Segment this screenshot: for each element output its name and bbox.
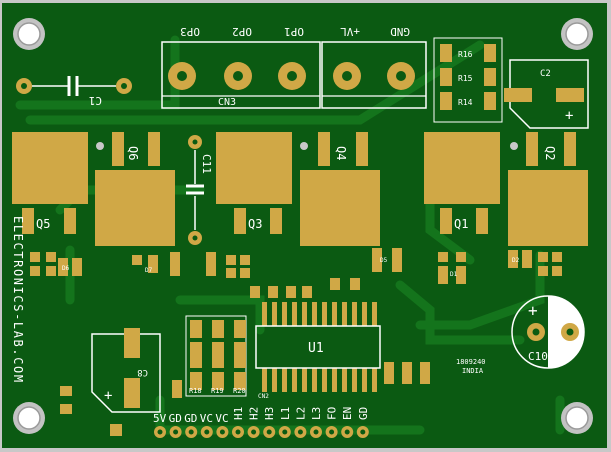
header-pin-label: L1 — [279, 407, 292, 420]
label-c8: C8 — [137, 367, 148, 377]
label-c2: C2 — [540, 69, 551, 79]
label-r20: R20 — [233, 387, 246, 395]
mosfet-q1: Q1 — [424, 132, 500, 234]
header-pin-hole — [360, 429, 366, 435]
mosfet-q4: Q4 — [300, 132, 380, 246]
smd-labels: D7 D6 D5 D1 D2 CN2 — [62, 257, 520, 400]
label-cn3: CN3 — [218, 97, 236, 108]
label-gnd: GND — [390, 25, 410, 38]
label-q2: Q2 — [543, 146, 557, 160]
label-d2: D2 — [512, 257, 520, 264]
header-pin-hole — [329, 429, 335, 435]
svg-text:+: + — [565, 108, 573, 124]
header-pin-hole — [282, 429, 288, 435]
label-r16: R16 — [458, 50, 473, 59]
label-d7: D7 — [145, 267, 153, 274]
label-d6: D6 — [62, 265, 70, 272]
header-pin-label: 5V — [153, 412, 167, 425]
resistors-r18-r20: R18 R19 R20 — [185, 315, 247, 397]
header-pin-label: L3 — [310, 407, 323, 420]
mosfet-q3: Q3 — [216, 132, 292, 234]
header-pin-hole — [266, 429, 272, 435]
header-pin-hole — [157, 429, 163, 435]
brand-text: ELECTRONICS-LAB.COM — [11, 216, 25, 384]
label-op2: OP2 — [232, 25, 252, 38]
header-pin-hole — [235, 429, 241, 435]
header-pin-label: L2 — [294, 407, 307, 420]
smd-components — [30, 248, 562, 436]
header-pin-label: EN — [341, 407, 354, 420]
svg-text:+: + — [528, 301, 538, 320]
capacitor-c1: C1 — [16, 76, 132, 107]
header-pin-hole — [188, 429, 194, 435]
mounting-holes — [13, 18, 593, 434]
country-label: INDIA — [462, 367, 484, 375]
header-pin-label: H2 — [248, 407, 261, 420]
mosfet-q5: Q5 — [12, 132, 88, 234]
header-pin-label: VC — [200, 412, 213, 425]
header-pin-label: GD — [357, 407, 370, 420]
date-code: 1809240 — [456, 358, 486, 366]
header-pin-hole — [251, 429, 257, 435]
header-pin-label: H1 — [232, 407, 245, 420]
capacitor-c8: C8 + — [91, 328, 161, 413]
label-c1: C1 — [89, 94, 102, 107]
label-c11: C11 — [200, 154, 213, 174]
header-pin-label: GD — [184, 412, 197, 425]
label-q3: Q3 — [248, 217, 262, 231]
header-pin-label: H3 — [263, 407, 276, 420]
connector-cn1: +VL GND — [321, 25, 427, 109]
label-d1: D1 — [450, 271, 458, 278]
label-r14: R14 — [458, 98, 473, 107]
label-vl: +VL — [340, 25, 360, 38]
ic-u1: U1 — [255, 302, 381, 392]
label-q4: Q4 — [334, 146, 348, 160]
label-op3: OP3 — [180, 25, 200, 38]
label-cn2: CN2 — [258, 393, 269, 400]
header-pin-hole — [297, 429, 303, 435]
label-op1: OP1 — [284, 25, 304, 38]
label-q6: Q6 — [126, 146, 140, 160]
label-u1: U1 — [308, 341, 324, 356]
label-c10: C10 — [528, 350, 548, 363]
capacitor-c10: + C10 — [511, 295, 585, 369]
connector-cn3: CN3 OP3 OP2 OP1 — [161, 25, 321, 109]
header-pin-hole — [313, 429, 319, 435]
label-r18: R18 — [189, 387, 202, 395]
header-pin-hole — [173, 429, 179, 435]
label-d5: D5 — [380, 257, 388, 264]
header-pin-hole — [219, 429, 225, 435]
label-r19: R19 — [211, 387, 224, 395]
label-q5: Q5 — [36, 217, 50, 231]
header-pin-label: FO — [326, 407, 339, 420]
header-pin-hole — [344, 429, 350, 435]
header-pin-label: VC — [215, 412, 228, 425]
label-r15: R15 — [458, 74, 473, 83]
capacitor-c2: C2 + — [504, 59, 589, 129]
mosfet-q6: Q6 — [95, 132, 175, 246]
resistors-r14-r16: R16 R15 R14 — [433, 37, 503, 123]
capacitor-c11: C11 — [186, 135, 213, 245]
svg-text:+: + — [104, 388, 112, 404]
mosfet-q2: Q2 — [508, 132, 588, 246]
header-pin-label: GD — [169, 412, 182, 425]
label-q1: Q1 — [454, 217, 468, 231]
header-pin-hole — [204, 429, 210, 435]
